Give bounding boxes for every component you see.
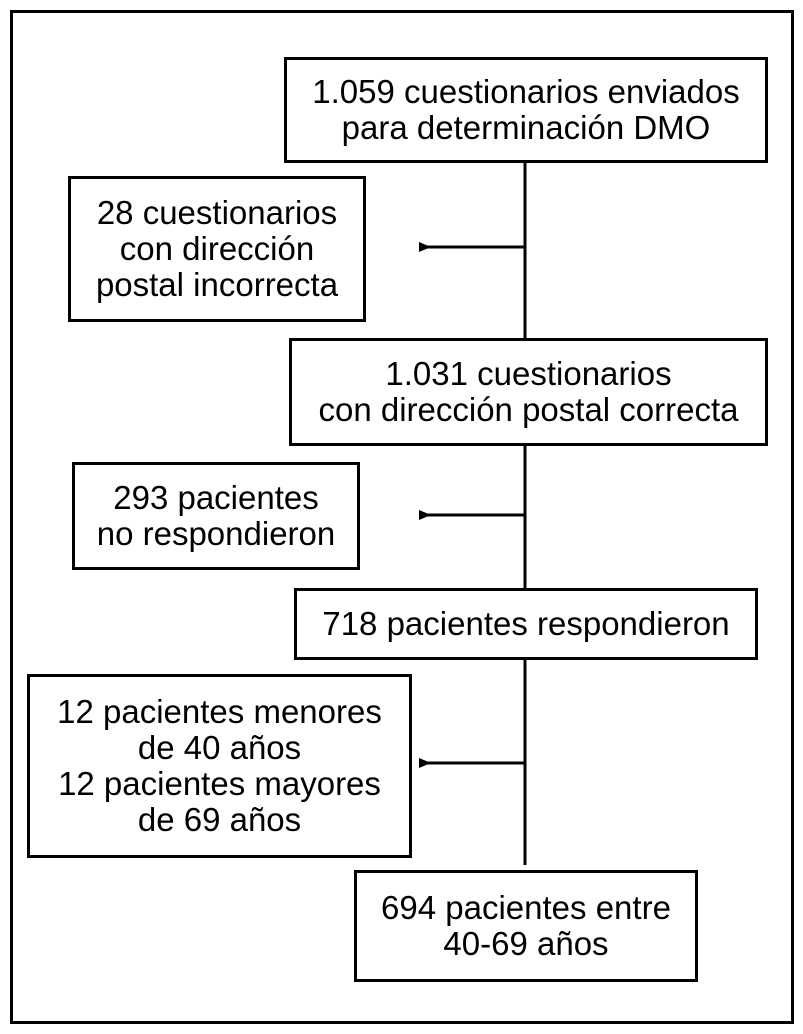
box-responded-line-1: 718 pacientes respondieron [322,605,730,642]
box-no-response-line-2: no respondieron [96,515,336,552]
box-correct-address: 1.031 cuestionarios con dirección postal… [289,338,768,446]
box-correct-address-line-2: con dirección postal correcta [318,391,739,428]
box-final-line-1: 694 pacientes entre [381,889,671,926]
box-no-response-line-1: 293 pacientes [113,479,319,516]
box-excluded-age-line-2: de 40 años [137,729,302,766]
diagram-frame [10,10,794,1024]
box-final-line-2: 40-69 años [443,925,609,962]
box-excluded-age-line-3: 12 pacientes mayores [58,765,381,802]
box-excluded-age: 12 pacientes menores de 40 años 12 pacie… [27,674,412,858]
box-sent-line-2: para determinación DMO [341,109,711,146]
box-correct-address-line-1: 1.031 cuestionarios [385,355,672,392]
box-wrong-address-line-3: postal incorrecta [95,266,339,303]
box-final: 694 pacientes entre 40-69 años [354,870,698,982]
box-sent-line-1: 1.059 cuestionarios enviados [312,73,740,110]
box-no-response: 293 pacientes no respondieron [72,462,360,570]
box-excluded-age-line-4: de 69 años [137,801,302,838]
box-responded: 718 pacientes respondieron [294,588,758,660]
box-wrong-address-line-1: 28 cuestionarios [96,194,338,231]
box-excluded-age-line-1: 12 pacientes menores [57,693,382,730]
box-wrong-address-line-2: con dirección [119,230,315,267]
box-wrong-address: 28 cuestionarios con dirección postal in… [68,176,366,322]
box-sent: 1.059 cuestionarios enviados para determ… [284,57,768,163]
